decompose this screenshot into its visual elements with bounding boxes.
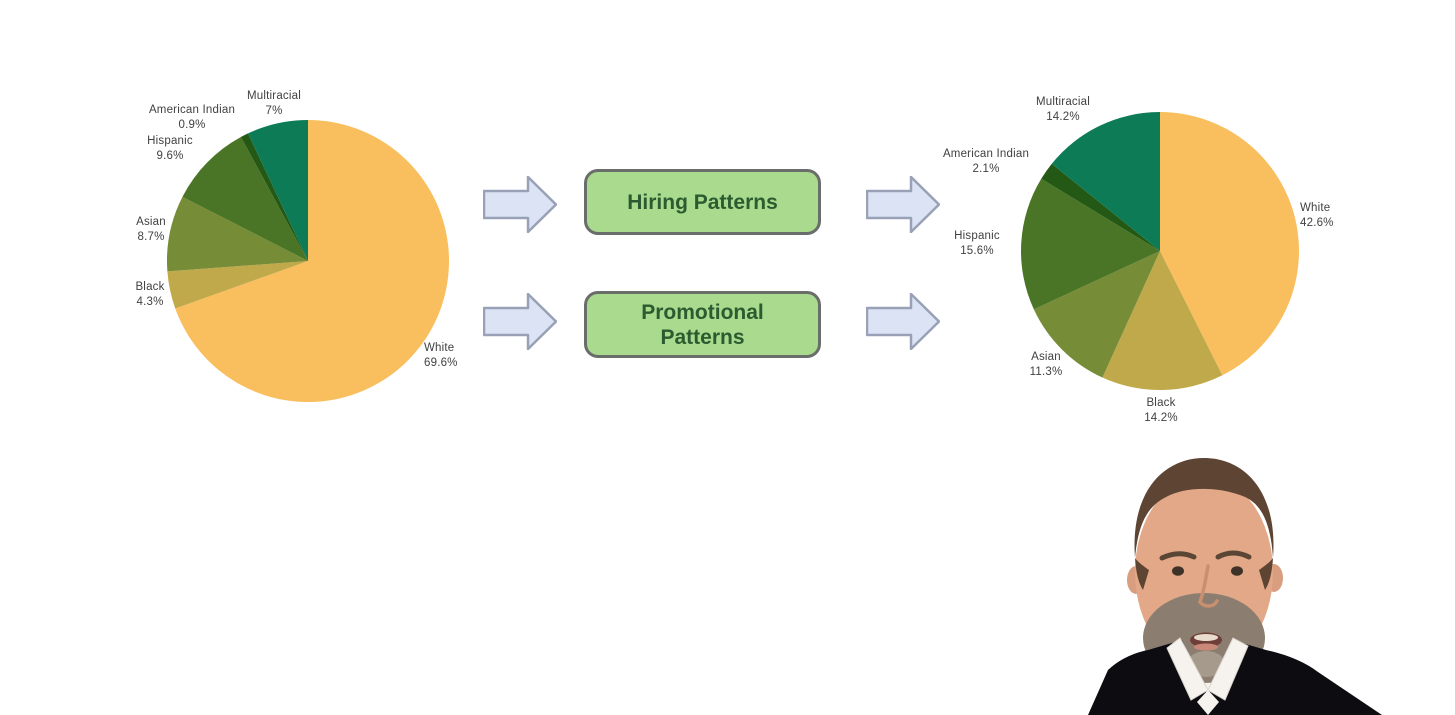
- pie-slice-asian: [167, 196, 308, 272]
- presenter-eyebrow: [1159, 551, 1197, 561]
- pie-label-american-indian: American Indian 0.9%: [127, 103, 257, 132]
- promotional-patterns-box: Promotional Patterns: [584, 291, 821, 358]
- pie-label-name: Black: [135, 281, 165, 293]
- arrow-right-icon: [483, 293, 557, 350]
- pie-label-value: 14.2%: [1046, 110, 1080, 123]
- presenter-teeth: [1194, 634, 1218, 641]
- pie-label-white: White 42.6%: [1300, 201, 1380, 230]
- presenter-lower-lip: [1194, 643, 1218, 651]
- arrow-right-icon: [866, 176, 940, 233]
- pie-slice-asian: [1033, 251, 1160, 378]
- pie-label-value: 0.9%: [178, 118, 206, 131]
- hiring-patterns-label: Hiring Patterns: [627, 190, 778, 214]
- presenter-collar: [1166, 637, 1209, 701]
- pie-label-name: American Indian: [942, 148, 1030, 160]
- pie-slice-hispanic: [1021, 178, 1160, 310]
- pie-slice-multiracial: [248, 120, 308, 261]
- pie-label-name: Black: [1146, 397, 1176, 409]
- presenter-sideburn: [1259, 558, 1273, 590]
- pie-label-name: Hispanic: [147, 135, 193, 147]
- presenter-hair: [1134, 458, 1274, 558]
- pie-label-asian: Asian 11.3%: [1006, 350, 1086, 379]
- promotional-patterns-label: Promotional Patterns: [641, 300, 764, 349]
- pie-label-value: 9.6%: [156, 149, 184, 162]
- pie-slice-multiracial: [1051, 112, 1160, 251]
- pie-label-name: White: [424, 342, 455, 354]
- pie-label-value: 7%: [265, 104, 283, 117]
- pie-label-hispanic: Hispanic 9.6%: [125, 134, 215, 163]
- pie-label-black: Black 14.2%: [1121, 396, 1201, 425]
- pie-label-value: 15.6%: [960, 244, 994, 257]
- pie-label-value: 11.3%: [1029, 365, 1063, 378]
- pie-label-value: 4.3%: [136, 295, 164, 308]
- presenter-webcam: [1088, 458, 1382, 715]
- pie-label-name: White: [1300, 202, 1331, 214]
- left-pie-chart: [167, 120, 449, 402]
- pie-label-name: Hispanic: [954, 230, 1000, 242]
- pie-slice-black: [1102, 251, 1223, 390]
- presenter-shirt-v: [1197, 690, 1219, 715]
- presenter-eye: [1172, 566, 1184, 576]
- pie-label-value: 42.6%: [1300, 216, 1334, 229]
- pie-label-value: 8.7%: [137, 230, 165, 243]
- presenter-nose: [1198, 564, 1219, 608]
- pie-label-value: 69.6%: [424, 356, 458, 369]
- pie-slice-black: [167, 261, 308, 309]
- pie-label-name: Asian: [136, 216, 166, 228]
- presenter-eyebrow: [1215, 550, 1252, 560]
- pie-label-white: White 69.6%: [424, 341, 504, 370]
- pie-label-black: Black 4.3%: [110, 280, 190, 309]
- pie-label-american-indian: American Indian 2.1%: [921, 147, 1051, 176]
- arrow-right-icon: [483, 176, 557, 233]
- presenter-collar: [1207, 637, 1249, 701]
- pie-slice-white: [1160, 112, 1299, 376]
- pie-label-multiracial: Multiracial 14.2%: [1013, 95, 1113, 124]
- presenter-eye: [1231, 566, 1243, 576]
- pie-label-value: 2.1%: [972, 162, 1000, 175]
- pie-label-name: Multiracial: [247, 90, 301, 102]
- pie-label-name: American Indian: [148, 104, 236, 116]
- pie-label-asian: Asian 8.7%: [111, 215, 191, 244]
- pie-slice-american-indian: [1041, 163, 1160, 251]
- pie-label-name: Asian: [1031, 351, 1061, 363]
- pie-label-multiracial: Multiracial 7%: [224, 89, 324, 118]
- arrow-right-icon: [866, 293, 940, 350]
- pie-slice-white: [175, 120, 449, 402]
- presenter-sideburn: [1135, 558, 1149, 590]
- pie-label-hispanic: Hispanic 15.6%: [932, 229, 1022, 258]
- pie-slice-american-indian: [240, 133, 308, 261]
- hiring-patterns-box: Hiring Patterns: [584, 169, 821, 235]
- pie-slice-hispanic: [182, 136, 308, 261]
- right-pie-chart: [1021, 112, 1299, 390]
- pie-label-value: 14.2%: [1144, 411, 1178, 424]
- pie-label-name: Multiracial: [1036, 96, 1090, 108]
